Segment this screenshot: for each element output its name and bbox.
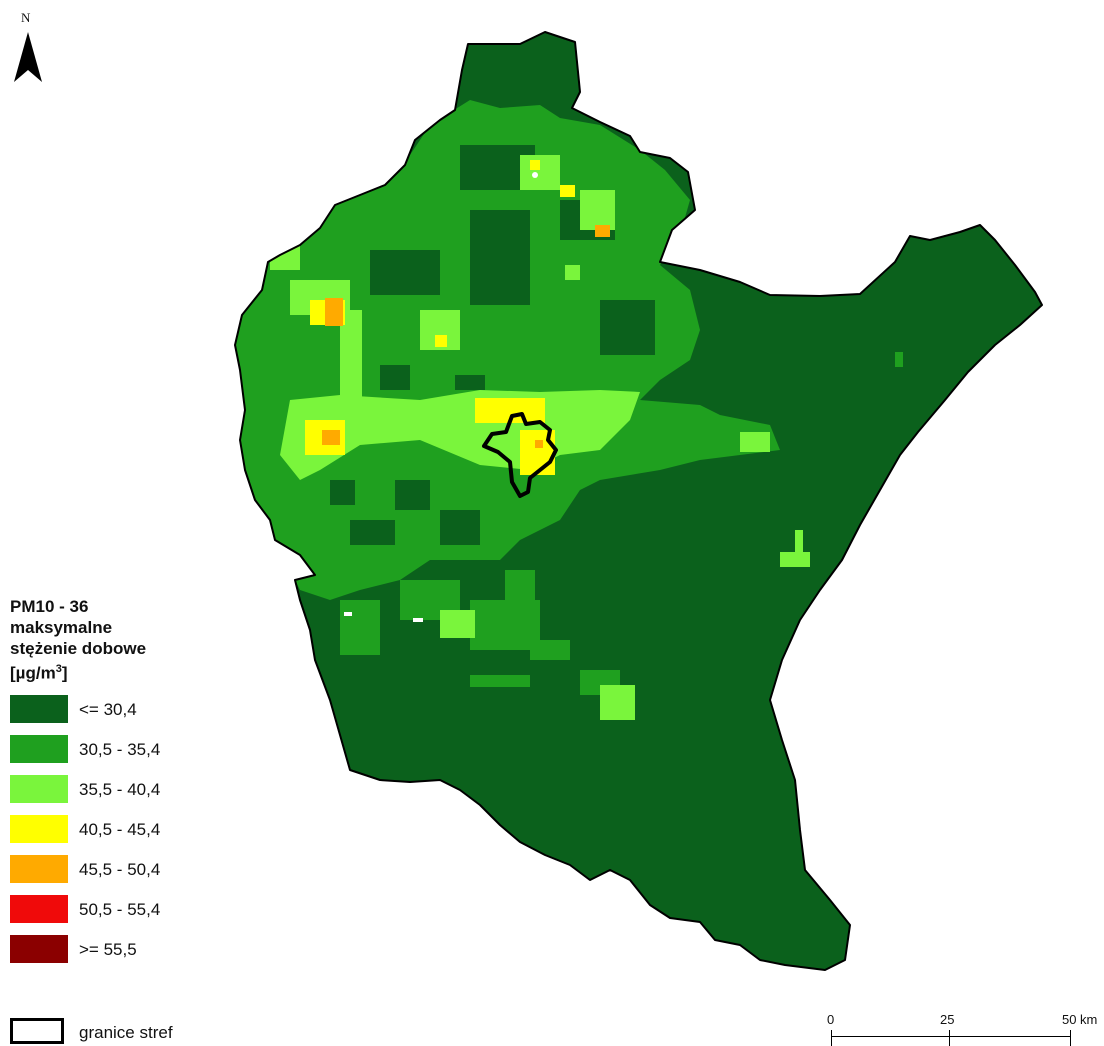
- city-zone-boundary: [482, 412, 558, 498]
- legend-swatch: [10, 854, 68, 883]
- legend-label: >= 55,5: [79, 939, 137, 959]
- scale-label-25: 25: [940, 1012, 955, 1027]
- legend-label: <= 30,4: [79, 699, 137, 719]
- north-arrow-icon: [14, 32, 42, 82]
- zone-boundary-swatch: [10, 1018, 64, 1044]
- zone-legend-label: granice stref: [79, 1023, 173, 1042]
- legend: PM10 - 36 maksymalne stężenie dobowe [µg…: [10, 596, 250, 970]
- legend-label: 40,5 - 45,4: [79, 819, 161, 839]
- scale-tick: [1070, 1030, 1071, 1046]
- legend-item: 35,5 - 40,4: [10, 770, 250, 810]
- legend-swatch: [10, 814, 68, 843]
- legend-label: 45,5 - 50,4: [79, 859, 161, 879]
- scale-tick: [831, 1030, 832, 1046]
- scale-label-0: 0: [827, 1012, 835, 1027]
- scale-bar: 0 25 50 km: [822, 1012, 1097, 1046]
- scale-line: [831, 1036, 1071, 1037]
- legend-swatch: [10, 734, 68, 763]
- north-label: N: [21, 10, 31, 25]
- legend-classes: <= 30,4 30,5 - 35,4 35,5 - 40,4 40,5 - 45,4…: [10, 690, 250, 970]
- legend-label: 30,5 - 35,4: [79, 739, 161, 759]
- legend-swatch: [10, 694, 68, 723]
- legend-item: 50,5 - 55,4: [10, 890, 250, 930]
- legend-label: 50,5 - 55,4: [79, 899, 161, 919]
- legend-item: 45,5 - 50,4: [10, 850, 250, 890]
- legend-item: >= 55,5: [10, 930, 250, 970]
- legend-item: <= 30,4: [10, 690, 250, 730]
- scale-unit: km: [1080, 1012, 1098, 1027]
- scale-label-50: 50: [1062, 1012, 1077, 1027]
- legend-item: 40,5 - 45,4: [10, 810, 250, 850]
- region-boundary: [234, 31, 1043, 971]
- legend-swatch: [10, 934, 68, 963]
- legend-label: 35,5 - 40,4: [79, 779, 161, 799]
- scale-tick: [949, 1030, 950, 1046]
- legend-title: PM10 - 36 maksymalne stężenie dobowe [µg…: [10, 596, 250, 684]
- legend-unit: [µg/m3]: [10, 663, 68, 683]
- legend-item: 30,5 - 35,4: [10, 730, 250, 770]
- legend-swatch: [10, 774, 68, 803]
- legend-swatch: [10, 894, 68, 923]
